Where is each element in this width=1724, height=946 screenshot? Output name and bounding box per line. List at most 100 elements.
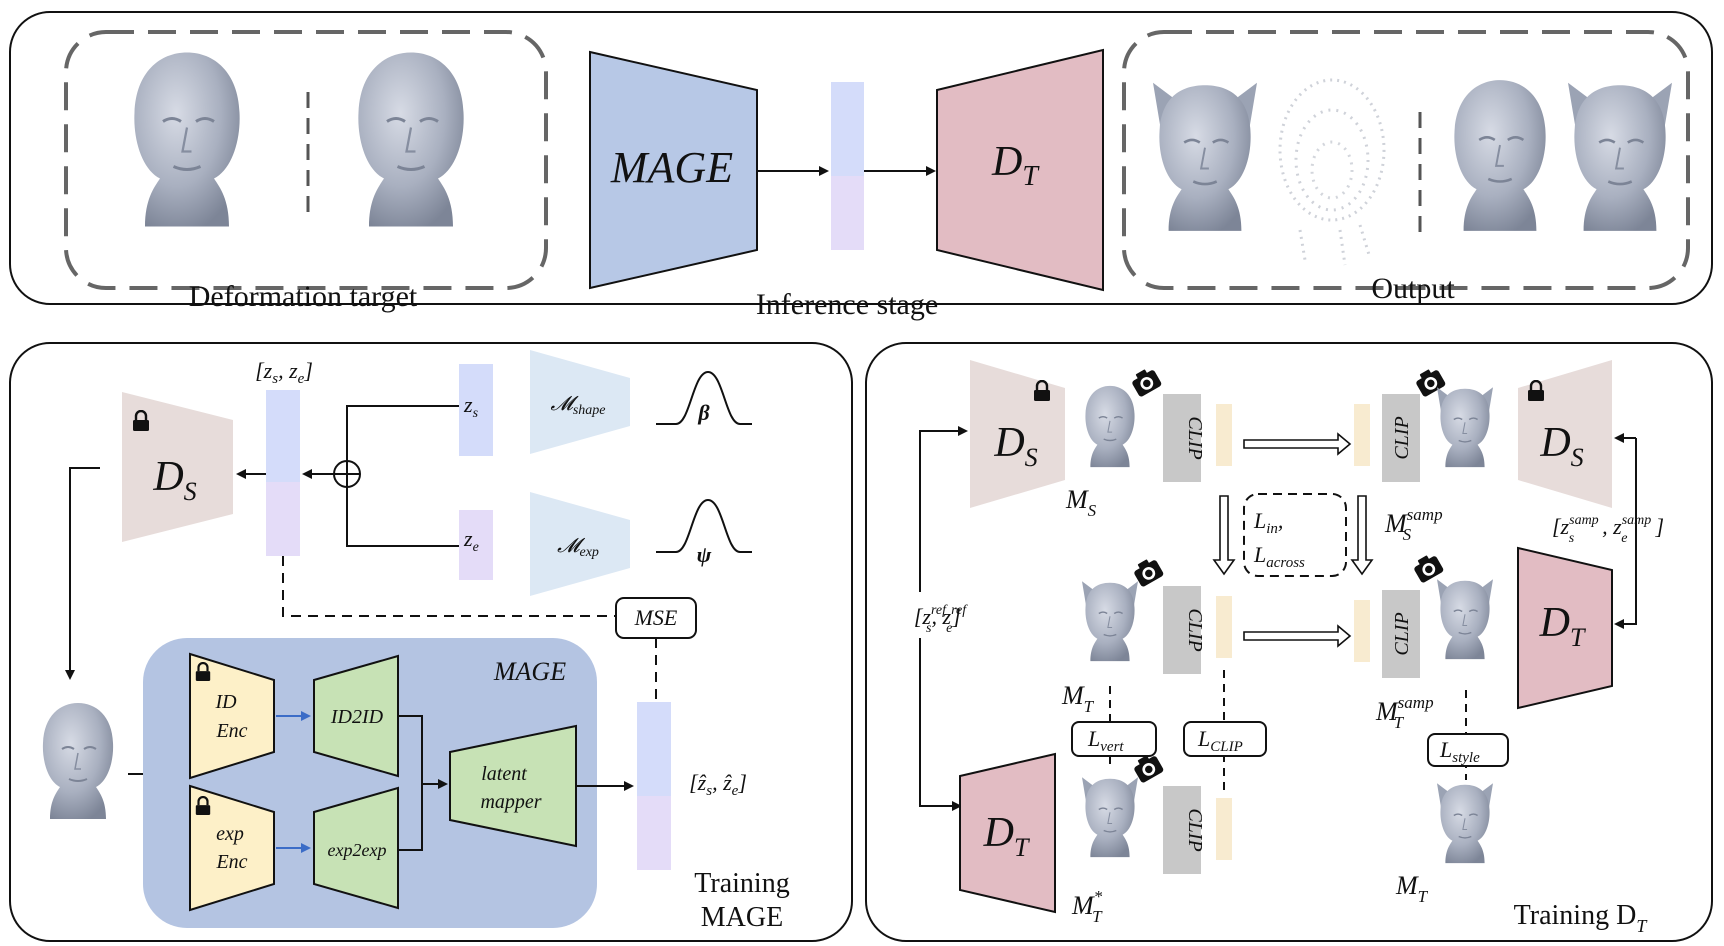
double-arrow-row2	[1243, 624, 1352, 648]
double-arrow-down-right	[1350, 495, 1374, 576]
ms-head	[1084, 385, 1136, 468]
loss-vert-label: Lvert	[1087, 726, 1124, 755]
id-encoder	[189, 652, 275, 780]
inference-stage-label: Inference stage	[756, 288, 938, 321]
clip-label-5: CLIP	[1184, 808, 1206, 851]
mapping-exp-block	[530, 492, 630, 596]
loss-style-box	[1427, 733, 1509, 767]
latent-shape-code	[831, 82, 864, 176]
dt-bottom-block	[959, 752, 1056, 914]
clip-block-4	[1382, 590, 1420, 678]
target-head-lowpoly	[132, 50, 242, 229]
gaussian-beta-icon	[656, 370, 752, 425]
clip-feature-5	[1216, 798, 1232, 860]
mt-bottom-label: MT	[1395, 871, 1429, 906]
clip-feature-2	[1354, 404, 1370, 466]
latent-shape-code	[266, 390, 300, 482]
ze-code	[459, 510, 493, 580]
exp2exp-block	[313, 786, 399, 910]
loss-vert-box	[1071, 721, 1157, 757]
latent-mapper-label-1: latent	[481, 763, 527, 785]
deformation-target-label: Deformation target	[189, 280, 418, 313]
training-mage-panel: [zs, ze] DS zs ze 𝓜shape 𝓜exp β ψ MSE	[9, 342, 853, 942]
clip-block-1	[1163, 394, 1201, 482]
mage-panel-title: MAGE	[493, 657, 566, 686]
ds-left-label: DS	[993, 420, 1037, 472]
mage-block-label: MAGE	[610, 143, 733, 192]
zs-code	[459, 364, 493, 456]
deformation-target-box	[64, 30, 548, 290]
exp-enc-label-1: exp	[216, 823, 244, 845]
training-dt-label: Training DT	[1514, 900, 1649, 936]
sum-input-lines	[346, 405, 459, 547]
id2id-label: ID2ID	[330, 706, 384, 728]
clip-block-3	[1163, 586, 1201, 674]
clip-block-2	[1382, 394, 1420, 482]
loss-in-label: Lin,	[1253, 508, 1283, 537]
mt-label: MT	[1061, 681, 1095, 716]
id-enc-label-2: Enc	[215, 720, 247, 742]
id2id-block	[313, 654, 399, 778]
dt-block	[936, 48, 1104, 292]
ds-right-label: DS	[1539, 420, 1583, 472]
mapping-shape-block	[530, 350, 630, 454]
output-head-smooth	[1452, 78, 1548, 233]
mapping-shape-label: 𝓜shape	[550, 393, 605, 418]
dt-right-block	[1517, 546, 1613, 710]
dt-right-label: DT	[1539, 600, 1586, 652]
target-head-smooth	[356, 50, 466, 229]
latent-mapper-label-2: mapper	[480, 791, 541, 813]
exp-encoder	[189, 784, 275, 912]
ref-label-bg	[876, 592, 1006, 638]
beta-label: β	[697, 400, 710, 425]
latent-mapper-block	[449, 724, 577, 848]
sum-plus	[334, 461, 360, 487]
loss-style-label: Lstyle	[1439, 737, 1480, 766]
mse-label: MSE	[634, 605, 678, 630]
exp-enc-label-2: Enc	[215, 851, 247, 873]
decoded-mesh-head	[41, 701, 115, 821]
predicted-exp-code	[637, 796, 671, 870]
zs-label: zs	[463, 392, 479, 421]
clip-feature-4	[1354, 600, 1370, 662]
loss-clip-box	[1183, 721, 1267, 757]
training-mage-label-1: Training	[694, 868, 789, 899]
double-arrow-down-left	[1212, 495, 1236, 576]
mse-line-top	[282, 556, 652, 617]
loss-clip-label: LCLIP	[1197, 726, 1243, 755]
predicted-latent-label: [ẑs, ẑe]	[689, 770, 747, 799]
mt-star-label: M*T	[1071, 887, 1103, 926]
ze-label: ze	[463, 526, 479, 555]
clip-label-4: CLIP	[1391, 612, 1413, 655]
ds-block	[122, 392, 233, 542]
inference-panel: Deformation target MAGE Inference stage …	[9, 11, 1713, 321]
ms-label: MS	[1065, 485, 1097, 520]
dt-bottom-label: DT	[983, 810, 1030, 862]
mapping-exp-label: 𝓜exp	[557, 535, 599, 560]
mage-block	[589, 50, 758, 290]
output-label: Output	[1371, 272, 1455, 305]
clip-block-5	[1163, 786, 1201, 874]
double-arrow-row1	[1243, 432, 1352, 456]
clip-label-1: CLIP	[1184, 416, 1206, 459]
latent-label-top: [zs, ze]	[255, 358, 313, 387]
clip-label-2: CLIP	[1391, 416, 1413, 459]
training-mage-label-2: MAGE	[701, 902, 783, 933]
ds-label: DS	[152, 454, 196, 506]
output-box	[1122, 30, 1690, 290]
id-enc-label-1: ID	[214, 691, 237, 713]
predicted-shape-code	[637, 702, 671, 796]
dt-block-label: DT	[991, 139, 1040, 192]
gaussian-psi-icon	[656, 498, 752, 553]
clip-feature-1	[1216, 404, 1232, 466]
loss-across-label: Lacross	[1253, 542, 1305, 571]
latent-exp-code	[831, 176, 864, 250]
exp2exp-label: exp2exp	[328, 840, 387, 860]
output-pointcloud	[1278, 78, 1386, 266]
